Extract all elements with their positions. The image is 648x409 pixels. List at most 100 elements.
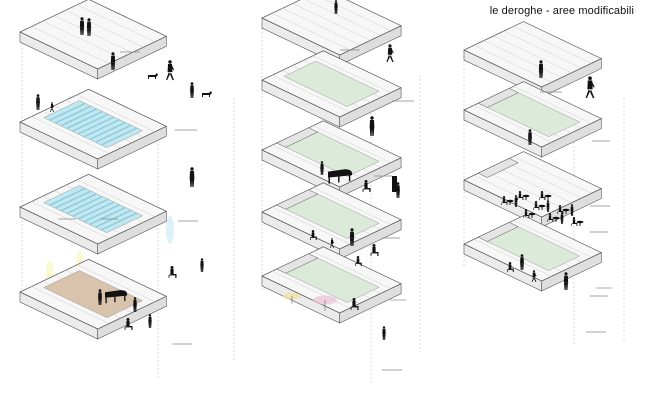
person-silhouette-icon [369,116,375,136]
glass-rib [72,198,109,217]
seated-person-icon [370,244,379,256]
deck-plank-line [513,86,592,124]
seated-person-icon [557,205,564,214]
deck-plank-line [313,125,391,163]
deck-plank-line [42,20,121,59]
table-icon [544,194,552,200]
person-silhouette-icon [528,129,532,145]
deck-top-face [261,0,402,56]
end-wall [276,127,319,148]
person-silhouette-icon [382,326,386,340]
page-title: le deroghe - aree modificabili [489,5,634,17]
glass-rib [72,113,109,132]
person-silhouette-icon [189,167,195,187]
person-silhouette-icon [546,200,550,212]
glass-rib [95,124,132,143]
person-silhouette-icon [396,182,400,198]
wooden-stage [43,270,144,318]
deck-left-level-2 [19,88,168,170]
person-silhouette-icon [190,82,194,98]
deck-right-level-2 [463,81,603,158]
deck-plank-line [473,45,552,83]
deck-plank-line [31,26,110,64]
dog-icon [202,91,212,97]
seated-person-icon [124,318,133,330]
deck-plank-line [313,55,391,93]
person-silhouette-icon [98,289,102,305]
person-silhouette-icon [514,195,518,207]
seated-person-icon [517,191,524,200]
deck-plank-line [272,12,350,51]
deck-plank-line [473,105,552,143]
deck-left-level-1 [19,0,168,80]
deck-middle-level-5 [261,246,402,324]
seated-person-icon [362,180,371,192]
column-middle [261,0,421,385]
glass-rib [100,127,138,146]
deck-plank-line [493,165,572,204]
person-silhouette-icon [334,0,338,14]
deck-middle-level-2 [261,50,402,128]
person-silhouette-icon [110,52,116,70]
person-silhouette-icon [200,258,204,272]
piano-icon [105,290,128,304]
dog-icon [148,73,158,79]
deck-plank-line [493,35,572,74]
deck-plank-line [325,0,391,31]
glass-rib [49,102,86,121]
glass-rib [83,204,120,223]
deck-plank-line [513,220,592,258]
deck-plank-line [503,160,582,199]
deck-plank-line [31,201,110,239]
seated-person-icon [501,196,508,205]
table-icon [562,208,570,214]
deck-plank-line [483,40,562,78]
deck-plank-line [305,0,381,36]
deck-plank-line [503,30,582,69]
seated-person-icon [523,209,530,218]
seated-person-icon [507,262,514,272]
deck-plank-line [31,286,110,324]
end-wall [477,88,519,108]
person-silhouette-icon [79,17,85,35]
deck-plank-line [77,264,155,302]
piano-icon [328,169,353,184]
deck-left-level-3 [19,173,168,255]
glass-rib [49,187,86,206]
grass-ramp [283,60,380,107]
end-wall [276,253,319,274]
table-icon [538,204,546,210]
deck-plank-line [313,187,391,225]
deck-plank-line [473,239,552,277]
person-silhouette-icon [166,60,175,81]
umbrella-icon [283,292,301,305]
glass-rib [54,105,92,124]
seated-person-icon [533,201,540,210]
person-silhouette-icon [563,272,569,290]
deck-plank-line [513,26,592,64]
table-icon [552,216,560,222]
deck-plank-line [77,4,155,42]
deck-plank-line [282,8,361,46]
deck-right-level-3 [463,151,603,228]
end-wall [477,158,519,178]
deck-plank-line [513,156,592,194]
person-silhouette-icon [570,204,574,216]
glass-rib [77,201,115,220]
deck-plank-line [31,116,110,154]
person-silhouette-icon [520,254,524,270]
seated-person-icon [350,298,359,310]
deck-left-level-4 [19,258,168,340]
deck-plank-line [272,270,350,309]
end-wall [477,222,519,242]
glass-rib [89,206,126,226]
glass-rib [83,119,120,138]
glass-rib [77,116,115,135]
deck-plank-line [65,9,144,48]
glass-rib [60,108,97,127]
deck-plank-line [77,94,155,132]
glass-roof [43,185,144,233]
deck-plank-line [54,15,133,53]
